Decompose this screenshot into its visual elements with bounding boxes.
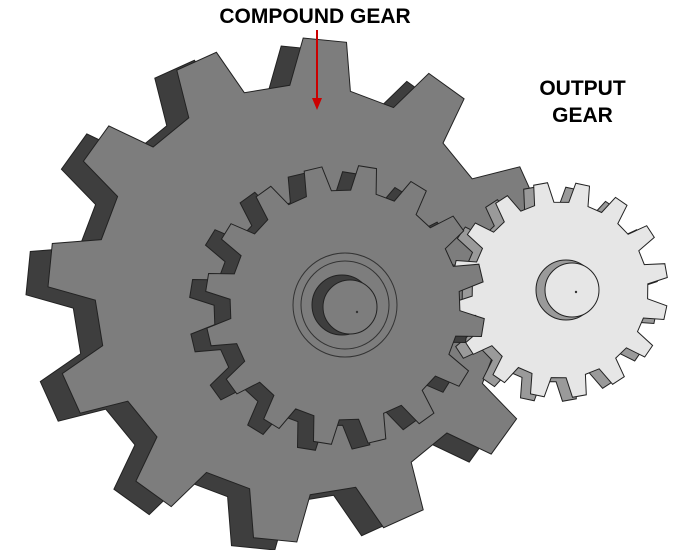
output-gear (442, 182, 668, 402)
compound-small-gear (189, 165, 485, 451)
output-shaft-center (574, 290, 578, 294)
compound-shaft (322, 279, 378, 335)
compound-shaft-center (355, 310, 359, 314)
output-gear-label-line1: OUTPUT (539, 77, 626, 100)
compound-gear-label: COMPOUND GEAR (219, 5, 411, 28)
compound-hub-inner-ring (300, 260, 390, 350)
output-shaft (544, 262, 600, 318)
compound-hub-ring (292, 252, 398, 358)
compound-gear-arrow (312, 30, 322, 110)
output-gear-label-line2: GEAR (552, 104, 613, 127)
